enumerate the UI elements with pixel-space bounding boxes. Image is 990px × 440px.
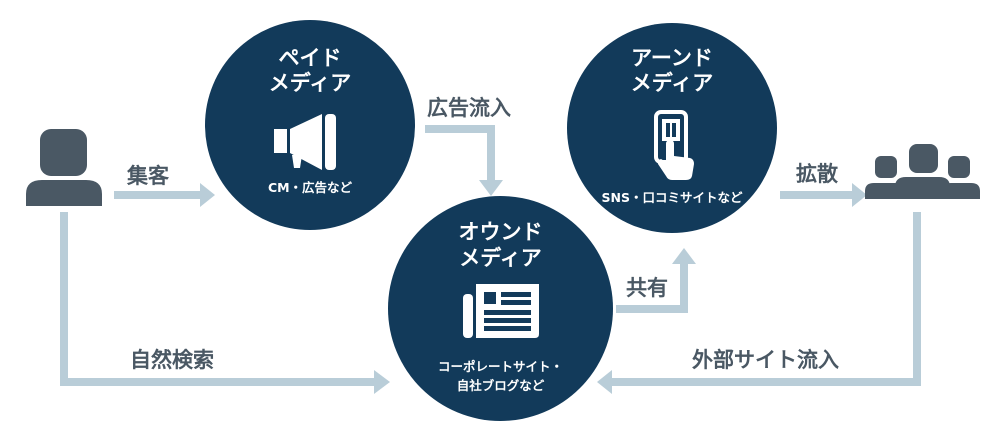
earned-description: SNS・口コミサイトなど	[601, 190, 743, 205]
paid-title-line1: ペイド	[278, 46, 342, 70]
label-kakusan: 拡散	[796, 162, 838, 186]
owned-description-line2: 自社ブログなど	[456, 378, 545, 393]
paid-media-node: ペイド メディア CM・広告など	[205, 20, 415, 230]
arrow-shuukyaku	[114, 191, 202, 199]
paid-description: CM・広告など	[267, 180, 353, 195]
label-gaibu-site-ryuunyuu: 外部サイト流入	[692, 348, 839, 372]
label-kyouyuu: 共有	[626, 276, 668, 300]
label-shizen-kensaku: 自然検索	[130, 348, 214, 372]
arrow-shizen-kensaku	[60, 212, 390, 394]
owned-title-line2: メディア	[459, 246, 542, 270]
arrow-kyouyuu	[616, 248, 696, 313]
users-group-icon	[865, 144, 980, 199]
arrow-kakusan	[780, 191, 855, 199]
smartphone-tap-icon	[654, 110, 694, 180]
label-koukoku-ryuunyuu: 広告流入	[427, 96, 511, 120]
earned-title-line1: アーンド	[631, 46, 713, 70]
owned-title-line1: オウンド	[458, 220, 543, 244]
paid-title-line2: メディア	[268, 71, 352, 95]
arrow-gaibu-site-ryuunyuu	[597, 212, 921, 394]
owned-media-node: オウンド メディア コーポレートサイト・ 自社ブログなど	[388, 196, 613, 421]
arrow-koukoku-ryuunyuu	[425, 125, 503, 196]
label-shuukyaku: 集客	[127, 164, 169, 188]
earned-title-line2: メディア	[630, 71, 714, 95]
megaphone-icon	[274, 114, 336, 170]
user-icon	[26, 129, 102, 206]
owned-description-line1: コーポレートサイト・	[437, 359, 563, 374]
earned-media-node: アーンド メディア SNS・口コミサイトなど	[567, 23, 777, 233]
newspaper-icon	[463, 284, 539, 338]
